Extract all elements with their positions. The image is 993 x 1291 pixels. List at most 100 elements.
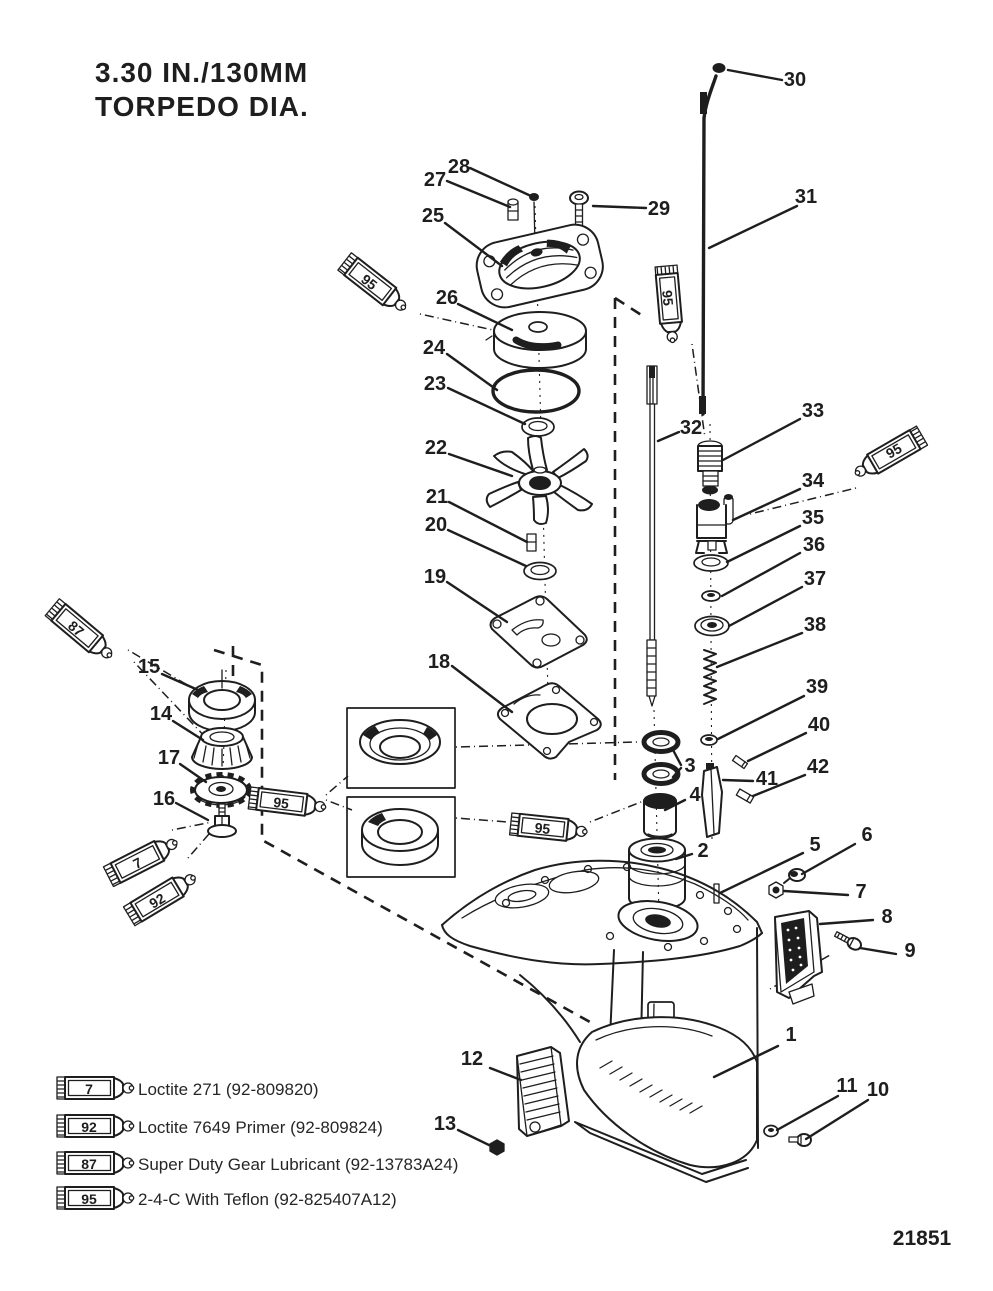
- part-3-oil-seals: [641, 730, 681, 786]
- part-40-pin: [731, 754, 749, 770]
- callout-21: 21: [426, 486, 448, 508]
- document-number: 21851: [893, 1227, 952, 1250]
- legend-item-text: 2-4-C With Teflon (92-825407A12): [138, 1190, 397, 1209]
- leader-line: [716, 694, 806, 741]
- part-33-bearing-sleeve: [697, 440, 723, 495]
- drawing-title: 3.30 IN./130MM TORPEDO DIA.: [95, 57, 308, 122]
- part-18-gasket: [496, 682, 602, 760]
- callout-39: 39: [806, 676, 828, 698]
- leader-line: [804, 1098, 870, 1141]
- part-24-o-ring: [491, 368, 581, 414]
- lube-tube-95-pump: 95: [336, 251, 413, 319]
- leader-line: [468, 166, 533, 198]
- leader-line: [446, 528, 528, 568]
- legend-tube-code: 95: [81, 1191, 97, 1207]
- part-22-impeller: [485, 435, 593, 525]
- tube-95-label: 95: [272, 794, 290, 812]
- callout-2: 2: [697, 840, 708, 862]
- callout-10: 10: [867, 1079, 889, 1101]
- callout-11: 11: [836, 1075, 857, 1097]
- callout-29: 29: [648, 198, 670, 220]
- leader-line: [731, 487, 802, 522]
- construction-lines: [213, 205, 713, 1024]
- leader-line: [174, 801, 210, 822]
- part-20-washer: [523, 561, 557, 581]
- part-23-washer: [521, 417, 555, 437]
- leader-line: [746, 731, 808, 763]
- leader-line: [720, 551, 802, 598]
- leader-line: [443, 221, 504, 268]
- part-1-gear-housing: [441, 859, 763, 1183]
- legend-item-gear-lubricant: 87 Super Duty Gear Lubricant (92-13783A2…: [56, 1151, 458, 1175]
- part-9-screw: [833, 931, 862, 951]
- part-32-driveshaft: [646, 365, 658, 707]
- part-31-shift-shaft: [699, 63, 726, 416]
- callout-16: 16: [153, 788, 175, 810]
- part-37-thrust-washer: [694, 615, 730, 637]
- leader-line: [663, 798, 687, 812]
- leader-line: [782, 889, 850, 897]
- callout-42: 42: [807, 756, 829, 778]
- callout-labels: 30 31 28 27 25 29 26 24 23 22 21 20 19 1…: [138, 69, 916, 1135]
- callout-27: 27: [424, 169, 446, 191]
- lube-tube-92: 92: [122, 866, 202, 927]
- callout-3: 3: [684, 755, 695, 777]
- callout-22: 22: [425, 437, 447, 459]
- leader-line: [674, 852, 694, 861]
- part-38-spring: [703, 649, 717, 705]
- part-35-washer: [693, 554, 729, 572]
- leader-line: [726, 68, 784, 82]
- legend-item-loctite-primer: 92 Loctite 7649 Primer (92-809824): [56, 1114, 383, 1138]
- leader-line: [721, 778, 755, 783]
- leader-line: [721, 417, 802, 462]
- tube-95-label: 95: [883, 440, 905, 462]
- callout-34: 34: [802, 470, 825, 492]
- callout-9: 9: [904, 940, 915, 962]
- callout-38: 38: [804, 614, 826, 636]
- callout-35: 35: [802, 507, 824, 529]
- leader-line: [446, 386, 527, 426]
- callout-26: 26: [436, 287, 458, 309]
- leader-line: [445, 352, 499, 392]
- leader-line: [591, 204, 648, 210]
- lube-tube-7: 7: [102, 831, 183, 888]
- callout-7: 7: [855, 881, 866, 903]
- part-16-pinion-bolt: [207, 803, 237, 838]
- part-19-wear-plate: [489, 595, 588, 669]
- legend-item-loctite-271: 7 Loctite 271 (92-809820): [56, 1076, 319, 1100]
- part-15-bearing-race: [188, 669, 256, 732]
- part-41-shift-cam: [701, 763, 723, 838]
- bearing-detail-box-upper: [346, 707, 456, 789]
- tube-95-label: 95: [659, 290, 676, 307]
- callout-40: 40: [808, 714, 830, 736]
- part-27-sleeve: [507, 198, 519, 221]
- part-14-tapered-roller-bearing: [191, 727, 253, 770]
- callout-32: 32: [680, 417, 702, 439]
- legend-tube-code: 87: [81, 1156, 97, 1172]
- lube-tube-95-cam: 95: [849, 425, 929, 485]
- leader-line: [456, 302, 514, 332]
- part-36-washer-small: [701, 590, 721, 602]
- callout-41: 41: [756, 768, 778, 790]
- callout-33: 33: [802, 400, 824, 422]
- part-11-washer: [763, 1124, 779, 1138]
- leader-line: [858, 946, 898, 956]
- leader-line: [670, 746, 683, 779]
- legend-item-24c-teflon: 95 2-4-C With Teflon (92-825407A12): [56, 1186, 397, 1210]
- callout-37: 37: [804, 568, 826, 590]
- part-26-water-pump-base: [485, 311, 587, 369]
- callout-1: 1: [785, 1024, 796, 1046]
- callout-23: 23: [424, 373, 446, 395]
- part-5-dowel-pin: [713, 883, 720, 904]
- part-13-nut: [489, 1139, 505, 1156]
- lube-tube-95-boxes: 95: [247, 785, 329, 820]
- leader-line: [447, 452, 514, 478]
- leader-line: [818, 918, 875, 926]
- callout-30: 30: [784, 69, 806, 91]
- callout-18: 18: [428, 651, 450, 673]
- bearing-detail-box-lower: [346, 796, 456, 878]
- part-4-bushing: [643, 793, 677, 839]
- leader-line: [456, 1128, 493, 1148]
- leader-line: [178, 762, 208, 784]
